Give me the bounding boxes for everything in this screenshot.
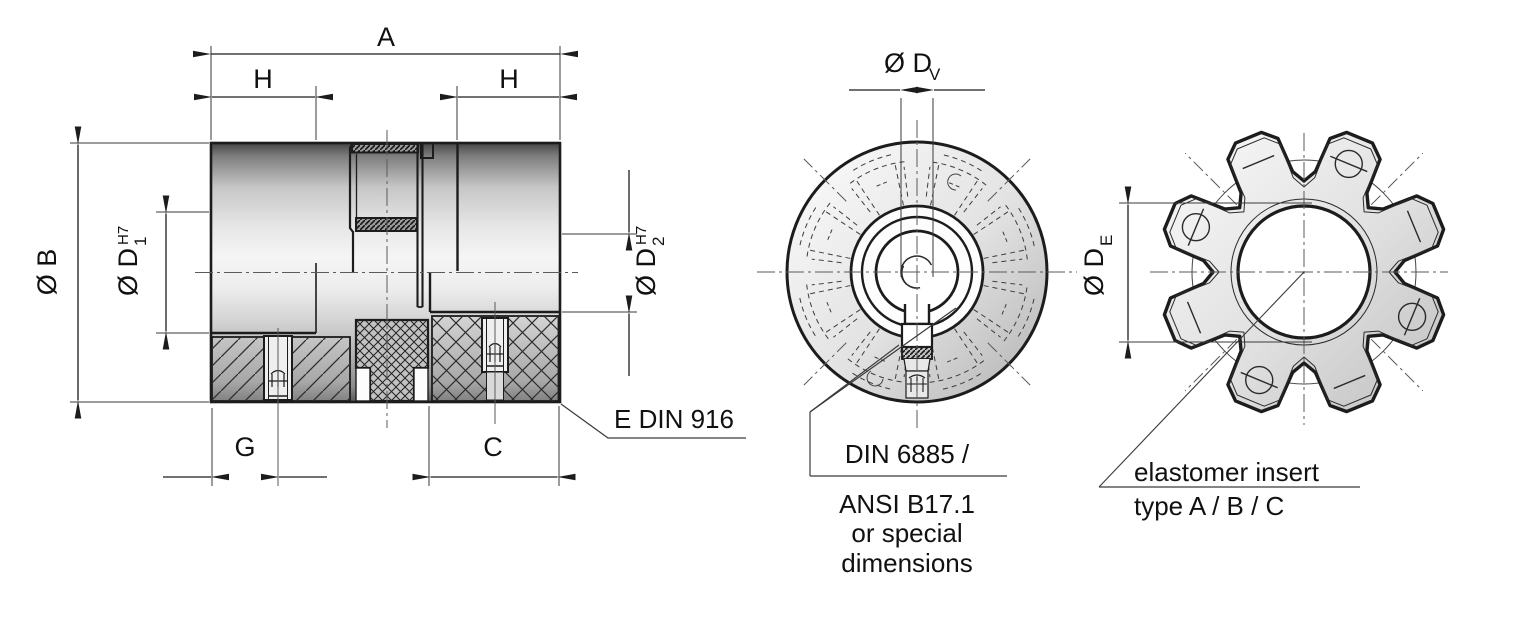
insert-note-line1: elastomer insert — [1134, 457, 1320, 487]
dim-d2: Ø D 2 H7 — [562, 170, 668, 376]
dim-d1: Ø D 1 H7 — [113, 195, 209, 350]
keyway-and-screw — [900, 304, 934, 399]
pilot-bore-circle — [900, 255, 933, 289]
dim-b: Ø B — [32, 126, 209, 419]
dim-a: A — [193, 22, 578, 140]
dim-h-right-label: H — [499, 64, 519, 94]
keyway-note-line1: DIN 6885 / — [845, 439, 970, 469]
set-screw-note-label: E DIN 916 — [614, 404, 734, 434]
center-lines-insert — [1150, 133, 1448, 425]
dim-h-left: H — [194, 64, 333, 140]
dim-b-label: Ø B — [32, 249, 62, 296]
dim-c: C — [412, 406, 576, 486]
dim-d2-label: Ø D — [631, 248, 661, 296]
dim-de-label: Ø D — [1079, 248, 1109, 296]
dim-h-left-label: H — [253, 64, 273, 94]
dim-dv-label: Ø D — [884, 48, 932, 78]
keyway-note-line3: or special — [851, 518, 962, 548]
dim-c-label: C — [483, 432, 503, 462]
ejector-marks — [1181, 149, 1427, 395]
hidden-jaw-pockets — [799, 154, 1035, 390]
center-lines-side — [195, 130, 578, 486]
keyway-note-line4: dimensions — [841, 548, 973, 578]
insert-note: elastomer insert type A / B / C — [1098, 271, 1360, 521]
dim-dv: Ø D V — [849, 48, 985, 277]
elastomer-insert-view: Ø D E elastomer insert type A / B / C — [1079, 130, 1448, 521]
dim-dv-subscript: V — [929, 65, 941, 84]
fillet-marks — [866, 173, 962, 387]
dim-h-right: H — [440, 64, 577, 140]
dim-de-subscript: E — [1097, 235, 1116, 246]
keyway-note: DIN 6885 / ANSI B17.1 or special dimensi… — [809, 307, 1007, 578]
dim-g: G — [163, 408, 327, 486]
dim-d2-superscript: H7 — [633, 226, 650, 245]
diagonal-centerlines-insert — [1184, 152, 1424, 392]
elastomer-section — [354, 318, 430, 403]
dim-d1-superscript: H7 — [115, 226, 132, 245]
jaw-joint — [315, 143, 459, 333]
dim-g-label: G — [234, 432, 255, 462]
set-screw-note: E DIN 916 — [560, 403, 746, 439]
diagonal-centerlines-front — [803, 158, 1031, 386]
dim-d1-subscript: 1 — [131, 237, 150, 246]
keyway-note-line2: ANSI B17.1 — [839, 489, 975, 519]
dim-a-label: A — [377, 22, 395, 52]
insert-note-line2: type A / B / C — [1134, 491, 1284, 521]
dim-d2-subscript: 2 — [649, 237, 668, 246]
side-section-view: A H H Ø B Ø D 1 H7 Ø D 2 — [32, 22, 746, 486]
dim-de: Ø D E — [1079, 186, 1312, 359]
dim-d1-label: Ø D — [113, 248, 143, 296]
front-view: Ø D V DIN 6885 / ANSI B17.1 or special d… — [757, 48, 1077, 578]
center-lines-front — [757, 120, 1077, 430]
